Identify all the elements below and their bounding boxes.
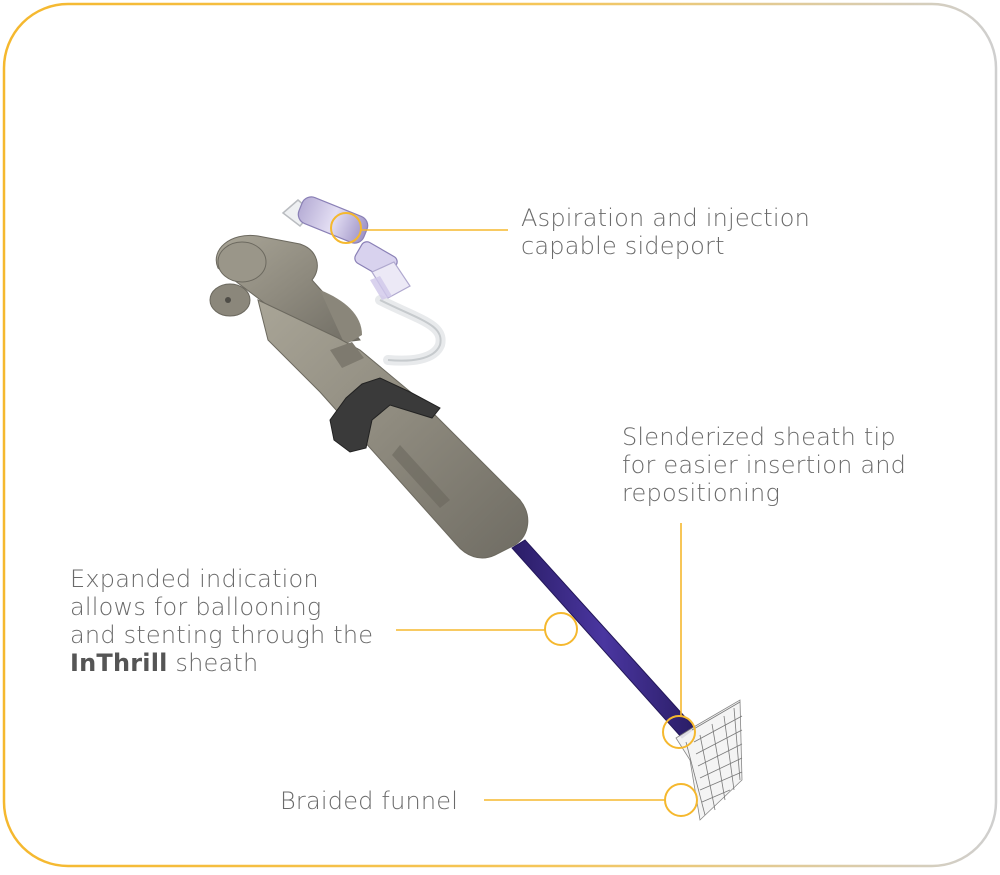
callout-line: Aspiration and injection — [521, 204, 811, 232]
callout-expanded-indication: Expanded indication allows for balloonin… — [70, 565, 373, 677]
handle-hub — [209, 234, 362, 346]
callout-line: Slenderized sheath tip — [622, 423, 896, 451]
braided-funnel — [675, 699, 743, 821]
leader-aspiration — [330, 212, 508, 244]
handle-body — [257, 299, 529, 559]
brand-suffix: sheath — [167, 649, 259, 677]
brand-name: InThrill — [70, 649, 168, 677]
leader-tip — [662, 523, 696, 749]
callout-line: repositioning — [622, 479, 781, 507]
callout-line-brand: InThrill sheath — [70, 649, 373, 677]
marker-aspiration — [330, 212, 362, 244]
callout-line: for easier insertion and — [622, 451, 907, 479]
lever — [329, 377, 441, 453]
marker-expanded — [544, 612, 578, 646]
leader-expanded — [396, 612, 578, 646]
marker-tip — [662, 715, 696, 749]
callout-line: capable sideport — [521, 232, 725, 260]
callout-sheath-tip: Slenderized sheath tip for easier insert… — [622, 423, 906, 507]
callout-aspiration: Aspiration and injection capable sidepor… — [521, 204, 810, 260]
leader-funnel — [484, 783, 698, 817]
callout-line: Expanded indication — [70, 565, 319, 593]
callout-line: Braided funnel — [280, 787, 459, 815]
callout-braided-funnel: Braided funnel — [280, 787, 458, 815]
sideport-tube — [375, 295, 446, 366]
sheath — [511, 539, 696, 739]
marker-funnel — [664, 783, 698, 817]
callout-line: allows for ballooning — [70, 593, 322, 621]
callout-line: and stenting through the — [70, 621, 374, 649]
